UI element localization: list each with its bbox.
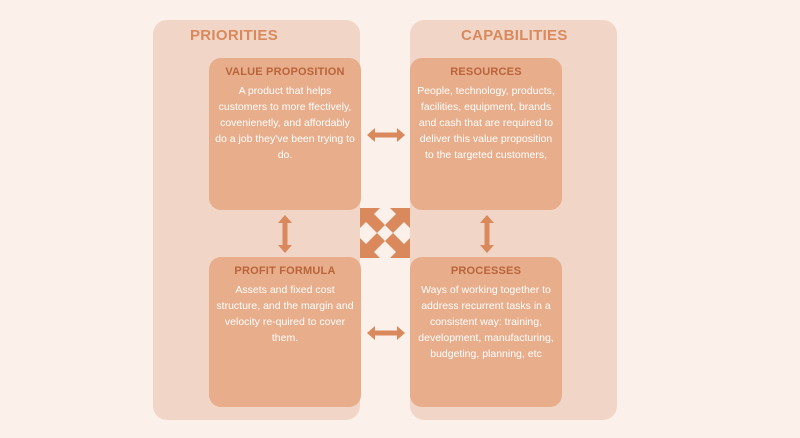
processes-title: PROCESSES	[450, 265, 522, 277]
resources-box: RESOURCES People, technology, products, …	[410, 58, 562, 210]
value-proposition-title: VALUE PROPOSITION	[225, 66, 345, 78]
double-arrow-vertical-icon	[278, 215, 292, 253]
processes-box: PROCESSES Ways of working together to ad…	[410, 257, 562, 407]
value-proposition-body: A product that helps customers to more f…	[215, 85, 355, 161]
double-arrow-horizontal-icon	[367, 326, 405, 340]
profit-formula-box: PROFIT FORMULA Assets and fixed cost str…	[209, 257, 361, 407]
capabilities-title: CAPABILITIES	[461, 27, 568, 44]
priorities-title: PRIORITIES	[190, 27, 279, 44]
processes-body: Ways of working together to address recu…	[418, 284, 554, 360]
resources-title: RESOURCES	[450, 66, 522, 78]
profit-formula-title: PROFIT FORMULA	[234, 265, 336, 277]
resources-body: People, technology, products, facilities…	[417, 85, 555, 161]
double-arrow-horizontal-icon	[367, 128, 405, 142]
double-arrow-vertical-icon	[480, 215, 494, 253]
value-proposition-box: VALUE PROPOSITION A product that helps c…	[209, 58, 361, 210]
profit-formula-body: Assets and fixed cost structure, and the…	[216, 284, 354, 344]
four-way-arrow-icon	[360, 208, 410, 258]
